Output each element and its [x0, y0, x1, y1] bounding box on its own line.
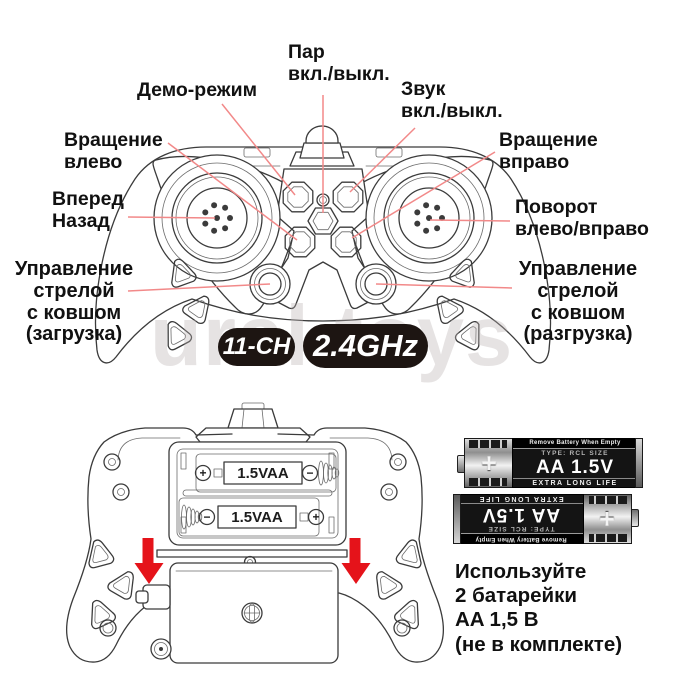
red-down-arrow-icon — [134, 538, 164, 584]
battery-plus-symbol: + — [481, 447, 497, 478]
battery-life-text: EXTRA LONG LIFE — [459, 494, 583, 504]
controller-back-body — [66, 427, 233, 663]
battery-plus-symbol: + — [599, 504, 615, 535]
battery-slot-2: − 1.5VAA + — [178, 497, 325, 537]
battery-end-ring — [635, 438, 643, 488]
label-sound-on-off: Звук вкл./выкл. — [401, 78, 503, 122]
battery-code-strip — [469, 478, 507, 486]
battery-cap: + — [582, 494, 632, 544]
label-rotate-right: Вращение вправо — [499, 129, 598, 173]
battery-warning-text: Remove Battery When Empty — [459, 533, 583, 543]
cover-screw — [241, 602, 263, 624]
slot2-label: 1.5VAA — [231, 509, 283, 526]
label-boom-load: Управление стрелой с ковшом (загрузка) — [14, 258, 134, 346]
antenna — [289, 125, 355, 167]
battery-warning-text: Remove Battery When Empty — [513, 439, 637, 449]
battery-label: Remove Battery When Empty TYPE: RCL SIZE… — [458, 494, 584, 544]
battery-code-strip — [589, 496, 627, 504]
cover-latch — [135, 584, 171, 610]
battery-cover — [135, 562, 339, 664]
label-rotate-left: Вращение влево — [64, 129, 163, 173]
red-down-arrow-icon — [341, 538, 371, 584]
battery-type-text: TYPE: RCL SIZE — [487, 525, 555, 532]
battery-size-text: AA 1.5V — [535, 457, 615, 478]
label-boom-unload: Управление стрелой с ковшом (разгрузка) — [518, 258, 638, 346]
battery-end-ring — [453, 494, 461, 544]
controller-back-view-illustration: + 1.5VAA − — [66, 402, 444, 664]
aa-battery-flipped: + Remove Battery When Empty TYPE: RCL SI… — [453, 494, 639, 544]
callout-lines — [127, 95, 513, 292]
battery-code-strip — [469, 440, 507, 448]
battery-cap: + — [464, 438, 514, 488]
controller-top-view-illustration — [94, 95, 552, 364]
slot2-plus-symbol: + — [312, 510, 319, 524]
label-forward-back: Вперед Назад — [52, 188, 124, 232]
cover-rail — [156, 549, 348, 558]
channels-badge: 11-CH — [218, 328, 295, 366]
slot1-label: 1.5VAA — [237, 465, 289, 482]
spring — [181, 504, 203, 530]
battery-compartment: + 1.5VAA − — [168, 441, 347, 546]
slot1-plus-symbol: + — [199, 466, 206, 480]
frequency-badge: 2.4GHz — [303, 324, 428, 368]
battery-size-text: AA 1.5V — [481, 504, 561, 525]
slot2-minus-symbol: − — [203, 510, 210, 524]
battery-type-text: TYPE: RCL SIZE — [541, 450, 609, 457]
battery-label: Remove Battery When Empty TYPE: RCL SIZE… — [512, 438, 638, 488]
label-turn-left-right: Поворот влево/вправо — [515, 196, 649, 240]
battery-code-strip — [589, 534, 627, 542]
label-demo-mode: Демо-режим — [137, 79, 258, 101]
slot1-minus-symbol: − — [306, 466, 313, 480]
battery-usage-note: Используйте 2 батарейки AA 1,5 В (не в к… — [455, 560, 623, 656]
battery-slot-1: + 1.5VAA − — [194, 453, 340, 493]
spring — [318, 460, 340, 486]
aa-battery: + Remove Battery When Empty TYPE: RCL SI… — [457, 438, 643, 488]
battery-life-text: EXTRA LONG LIFE — [513, 478, 637, 487]
antenna-back — [195, 402, 311, 443]
label-steam-on-off: Пар вкл./выкл. — [288, 41, 390, 85]
